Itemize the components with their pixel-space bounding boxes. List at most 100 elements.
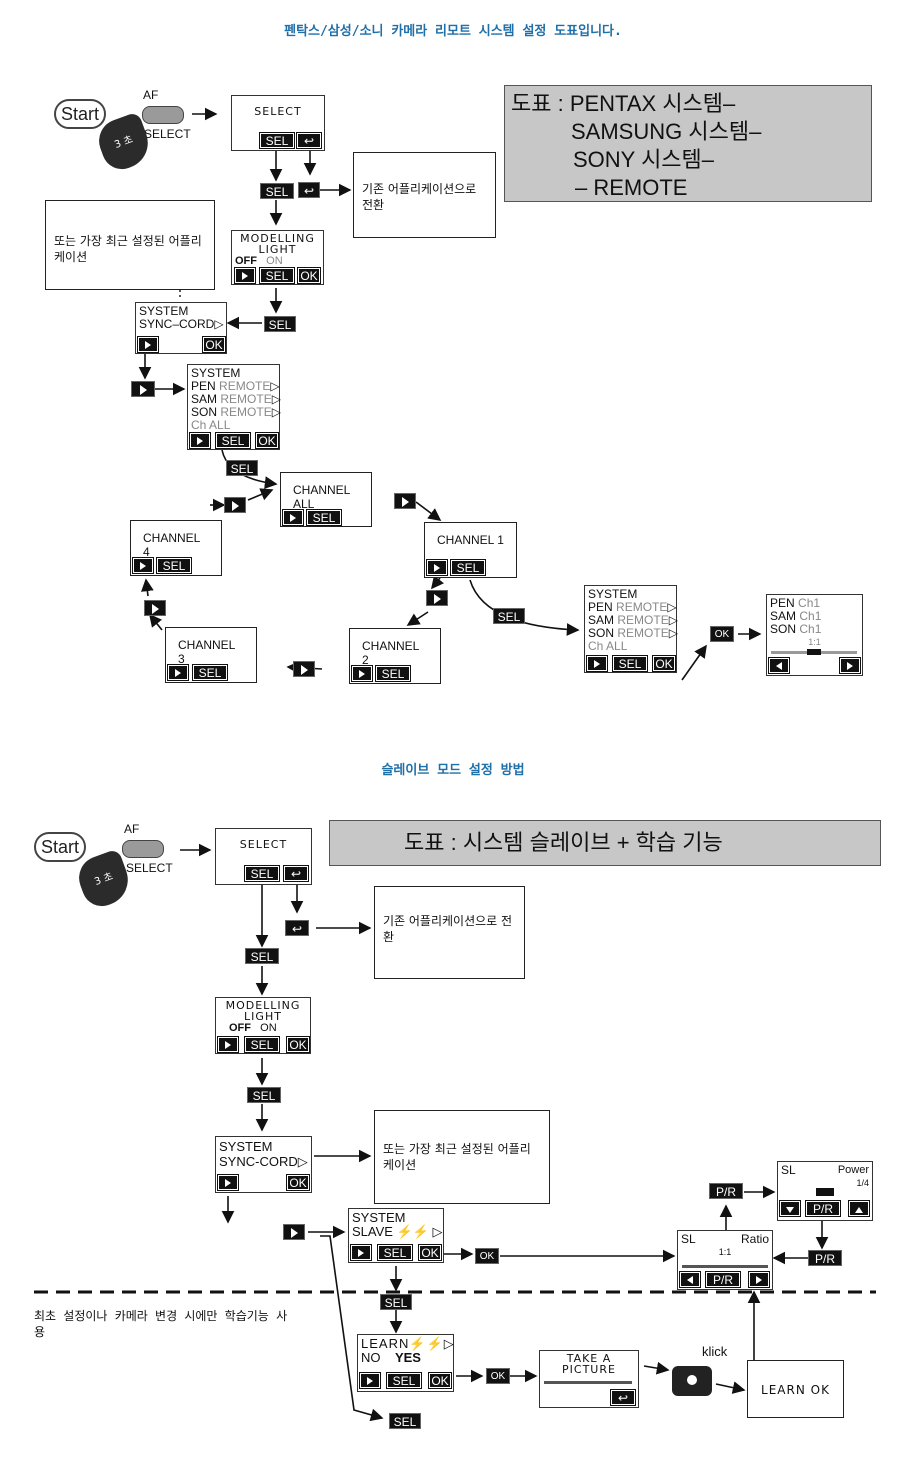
pr-tag: P/R — [709, 1183, 743, 1199]
ok-button[interactable]: OK — [202, 336, 226, 353]
ok-button[interactable]: OK — [286, 1036, 310, 1053]
next-tag — [131, 381, 155, 397]
sel-button[interactable]: SEL — [259, 132, 295, 149]
next-button[interactable] — [217, 1036, 239, 1053]
sel-tag: SEL — [260, 183, 294, 199]
sel-button[interactable]: SEL — [192, 664, 228, 681]
recent-app-box: 또는 가장 최근 설정된 어플리케이션 — [374, 1110, 550, 1204]
legend-remote: 도표 : PENTAX 시스템– SAMSUNG 시스템– SONY 시스템– … — [504, 85, 872, 202]
next-tag — [224, 497, 246, 513]
sel-tag: SEL — [226, 460, 258, 476]
legend-line-1: 도표 : PENTAX 시스템– — [511, 91, 736, 116]
next-button[interactable] — [426, 559, 448, 576]
legend-slave: 도표 : 시스템 슬레이브 + 학습 기능 — [329, 820, 881, 866]
down-button[interactable] — [779, 1200, 801, 1217]
next-button[interactable] — [137, 336, 159, 353]
next-tag — [394, 493, 416, 509]
next-tag — [426, 590, 448, 606]
sel-tag: SEL — [264, 316, 296, 332]
light-title: LIGHT — [258, 243, 297, 256]
next-button[interactable] — [132, 557, 154, 574]
system-label: SYSTEM — [191, 366, 241, 380]
first-use-note: 최초 설정이나 카메라 변경 시에만 학습기능 사용 — [34, 1309, 288, 1339]
pr-button[interactable]: P/R — [805, 1200, 841, 1217]
back-tag: ↩ — [298, 182, 320, 198]
sel-button[interactable]: SEL — [244, 865, 280, 882]
sel-button[interactable]: SEL — [377, 1244, 413, 1261]
pr-tag: P/R — [808, 1250, 842, 1266]
system-label: SYSTEM — [139, 304, 189, 318]
next-button[interactable] — [282, 509, 304, 526]
up-button[interactable] — [848, 1200, 870, 1217]
remote-select-screen-2: SYSTEM PEN REMOTE▷ SAM REMOTE▷ SON REMOT… — [584, 585, 678, 673]
prev-button[interactable] — [768, 657, 790, 674]
power-level — [816, 1188, 834, 1196]
pen-label: PEN — [191, 379, 216, 393]
sel-button[interactable]: SEL — [612, 655, 648, 672]
legend-line-2: SAMSUNG 시스템– — [571, 119, 762, 144]
sel-tag: SEL — [247, 1087, 281, 1103]
next-button[interactable] — [351, 665, 373, 682]
sync-cord-label: SYNC–CORD — [139, 317, 215, 331]
sel-tag: SEL — [493, 608, 525, 624]
next-button[interactable] — [359, 1372, 381, 1389]
af-label: AF — [143, 88, 159, 102]
next-tag — [293, 661, 315, 677]
ok-button[interactable]: OK — [255, 432, 279, 449]
sel-button[interactable]: SEL — [244, 1036, 280, 1053]
off-option: OFF — [235, 255, 257, 267]
next-button[interactable] — [217, 1174, 239, 1191]
next-tag — [283, 1224, 305, 1240]
start-button[interactable]: Start — [34, 832, 86, 862]
sel-button[interactable]: SEL — [450, 559, 486, 576]
previous-app-box: 기존 어플리케이션으로 전환 — [374, 886, 525, 979]
sel-button[interactable]: SEL — [306, 509, 342, 526]
top-heading: 펜탁스/삼성/소니 카메라 리모트 시스템 설정 도표입니다. — [284, 24, 622, 39]
ok-tag: OK — [710, 626, 734, 642]
sel-button[interactable]: SEL — [215, 432, 251, 449]
next-button[interactable] — [350, 1244, 372, 1261]
af-label: AF — [124, 822, 140, 836]
progress-bar — [544, 1381, 632, 1384]
sel-button[interactable]: SEL — [259, 267, 295, 284]
next-button[interactable] — [189, 432, 211, 449]
previous-app-box: 기존 어플리케이션으로 전환 — [353, 152, 496, 238]
pr-button[interactable]: P/R — [705, 1271, 741, 1288]
ok-button[interactable]: OK — [297, 267, 321, 284]
sel-tag: SEL — [389, 1413, 421, 1429]
back-button[interactable]: ↩ — [610, 1389, 636, 1406]
learn-ok-box: LEARN OK — [747, 1360, 844, 1418]
sel-tag: SEL — [245, 948, 279, 964]
middle-heading: 슬레이브 모드 설정 방법 — [381, 763, 525, 778]
next-button[interactable] — [586, 655, 608, 672]
recent-app-box: 또는 가장 최근 설정된 어플리케이션 — [45, 200, 215, 290]
sel-tag: SEL — [380, 1294, 412, 1310]
ok-button[interactable]: OK — [286, 1174, 310, 1191]
next-button[interactable] — [839, 657, 861, 674]
af-select-button[interactable] — [142, 106, 184, 124]
sel-button[interactable]: SEL — [375, 665, 411, 682]
ok-tag: OK — [475, 1248, 499, 1264]
back-button[interactable]: ↩ — [296, 132, 322, 149]
next-button[interactable] — [748, 1271, 770, 1288]
select-title: SELECT — [254, 105, 302, 118]
sel-button[interactable]: SEL — [386, 1372, 422, 1389]
ch-all-label: Ch ALL — [191, 418, 231, 432]
start-button[interactable]: Start — [54, 99, 106, 129]
af-select-button[interactable] — [122, 840, 164, 858]
select-label: SELECT — [144, 127, 191, 141]
prev-button[interactable] — [679, 1271, 701, 1288]
sel-button[interactable]: SEL — [156, 557, 192, 574]
klick-label: klick — [702, 1344, 728, 1359]
back-button[interactable]: ↩ — [283, 865, 309, 882]
camera-icon — [672, 1366, 712, 1396]
ok-button[interactable]: OK — [652, 655, 676, 672]
ok-button[interactable]: OK — [428, 1372, 452, 1389]
back-tag: ↩ — [285, 920, 309, 936]
ok-button[interactable]: OK — [418, 1244, 442, 1261]
ok-tag: OK — [486, 1368, 510, 1384]
next-button[interactable] — [234, 267, 256, 284]
sam-label: SAM — [191, 392, 218, 406]
next-button[interactable] — [167, 664, 189, 681]
select-label: SELECT — [126, 861, 173, 875]
